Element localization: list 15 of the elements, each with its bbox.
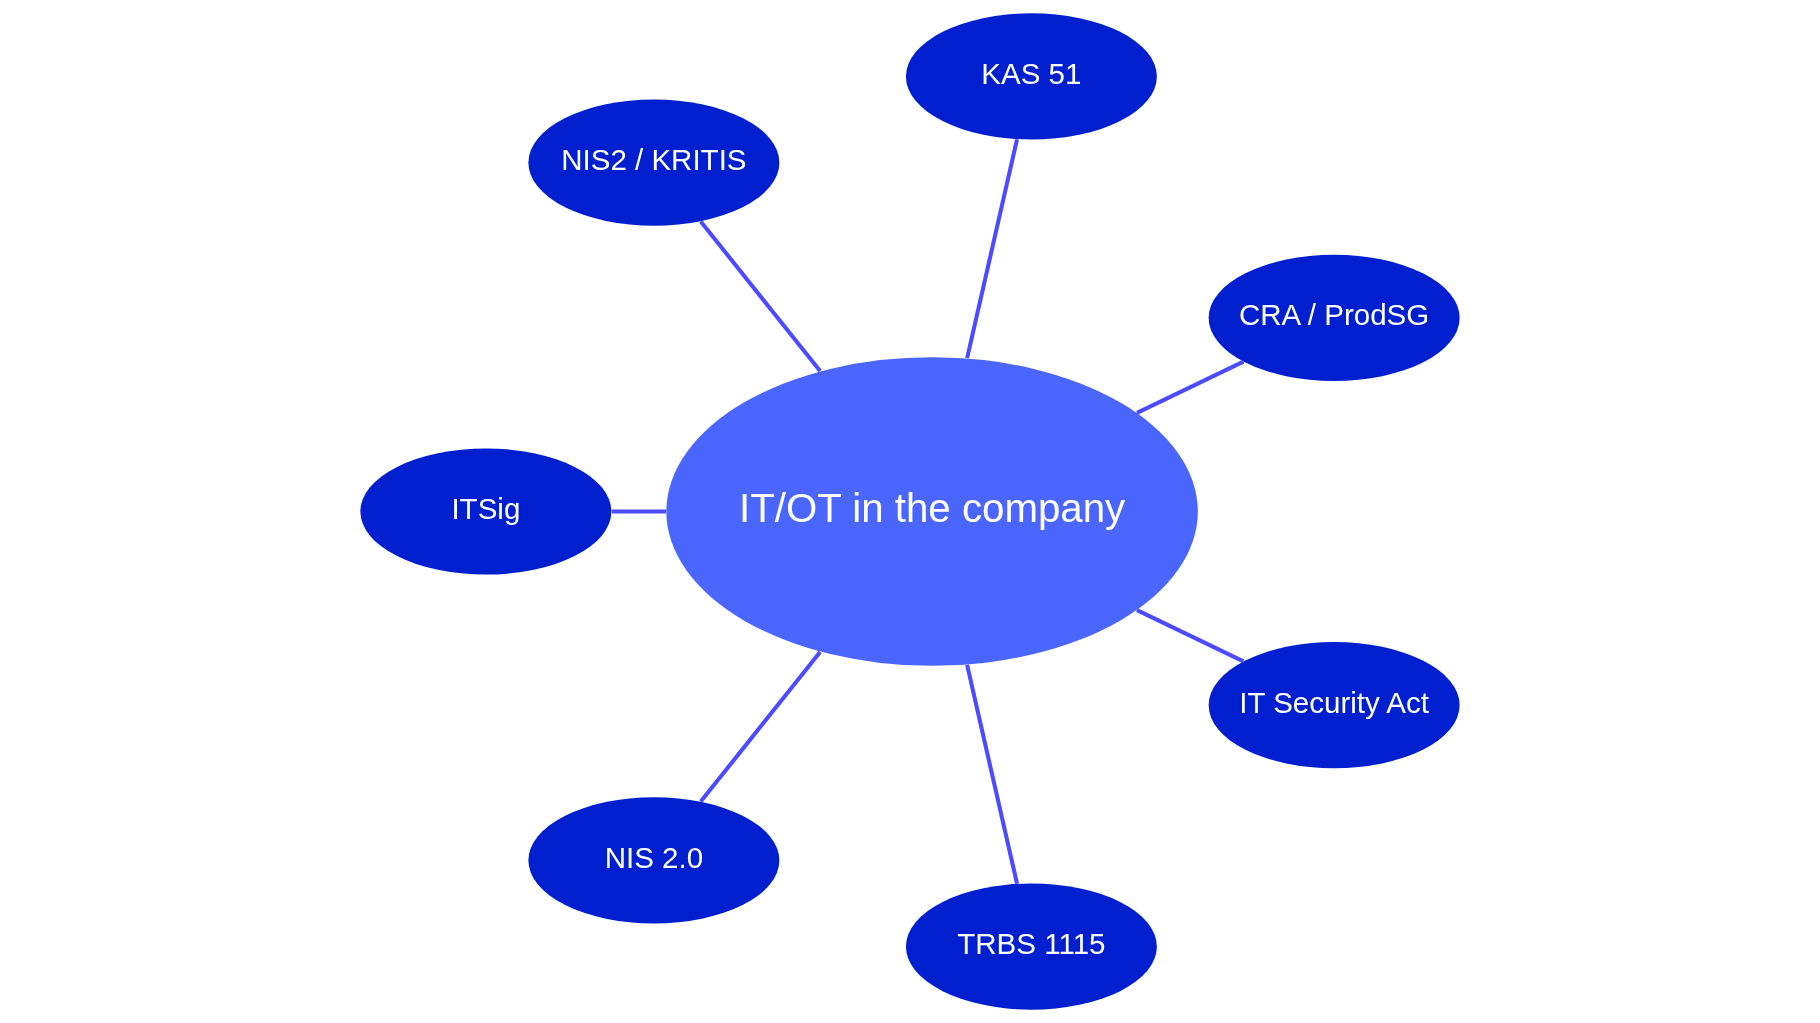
node-ellipse: NIS 2.0	[528, 797, 780, 924]
connector	[965, 664, 1020, 885]
connector	[1136, 359, 1245, 415]
node-ellipse: KAS 51	[905, 13, 1157, 140]
connector	[699, 650, 822, 803]
node-ellipse: IT Security Act	[1208, 642, 1460, 769]
connector	[1136, 608, 1245, 664]
node-ellipse: CRA / ProdSG	[1208, 254, 1460, 381]
connector	[699, 220, 822, 373]
node-ellipse: NIS2 / KRITIS	[528, 99, 780, 226]
node-ellipse: ITSig	[360, 448, 612, 575]
node-ellipse: TRBS 1115	[905, 883, 1157, 1010]
connector	[965, 138, 1020, 359]
node-ellipse: IT/OT in the company	[666, 357, 1198, 666]
connector	[611, 509, 667, 514]
